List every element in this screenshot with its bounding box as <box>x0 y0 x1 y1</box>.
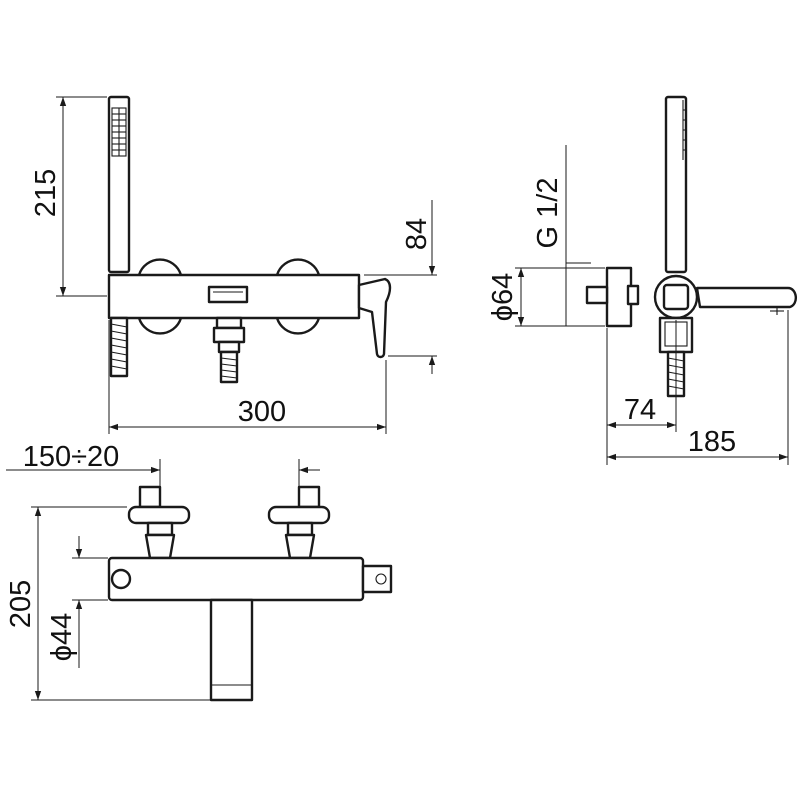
front-view: 215 300 84 <box>30 95 437 434</box>
dim-215: 215 <box>30 169 62 217</box>
left-flange <box>137 258 183 276</box>
hose-connector <box>215 316 243 330</box>
dim-185: 185 <box>688 426 736 458</box>
top-lever <box>361 564 393 594</box>
top-spout <box>209 598 254 702</box>
dim-84: 84 <box>401 218 433 250</box>
side-hand-shower <box>664 95 688 274</box>
top-body <box>107 556 365 602</box>
dim-300: 300 <box>238 396 286 428</box>
dim-205: 205 <box>5 580 37 628</box>
dim-phi44: ϕ44 <box>46 613 78 662</box>
right-flange <box>275 258 321 276</box>
left-valve-knob <box>138 485 162 509</box>
side-view: G 1/2 ϕ64 74 185 <box>487 95 797 465</box>
right-valve-flange <box>267 505 331 525</box>
hand-shower <box>107 95 131 274</box>
lever-handle <box>357 277 392 359</box>
dim-150-20: 150÷20 <box>23 441 120 473</box>
dim-74: 74 <box>624 394 656 426</box>
dim-g12: G 1/2 <box>532 178 564 249</box>
left-valve-flange <box>127 505 191 525</box>
diverter-button <box>207 285 249 304</box>
dim-phi64: ϕ64 <box>487 273 519 322</box>
top-view: 150÷20 205 ϕ44 <box>5 441 393 702</box>
right-valve-knob <box>297 485 321 509</box>
spout <box>695 286 797 309</box>
